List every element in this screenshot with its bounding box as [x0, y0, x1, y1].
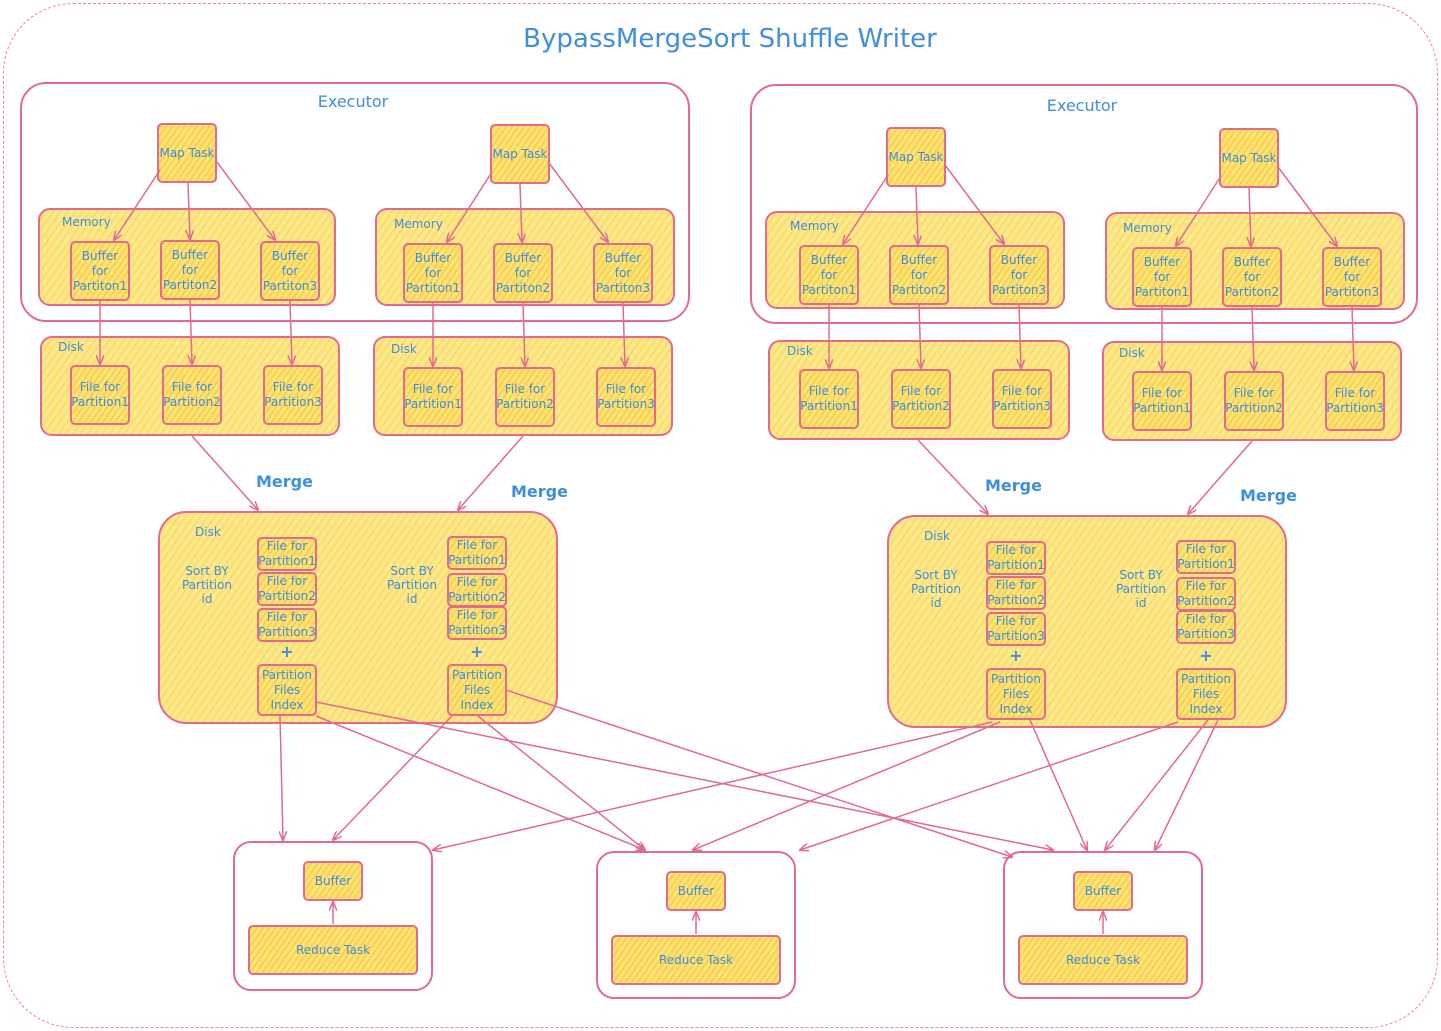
file-partition3-disk4: File for Partition3: [1325, 371, 1385, 431]
buffer-partition3-exec2a: Buffer for Partiton3: [989, 245, 1049, 305]
merged-file-partition2-r2: File for Partition2: [1176, 577, 1236, 611]
plus-l2: +: [470, 642, 484, 661]
merged-disk-label-left: Disk: [195, 525, 221, 539]
reducer-buffer-2: Buffer: [666, 871, 726, 911]
file-partition2-disk3: File for Partition2: [891, 369, 951, 429]
merged-file-partition1-r1: File for Partition1: [986, 541, 1046, 575]
executor-label-right: Executor: [1046, 96, 1118, 115]
merged-file-partition3-r1: File for Partition3: [986, 612, 1046, 646]
memory-label-3: Memory: [790, 219, 839, 233]
reducer-frame-2: [596, 851, 796, 999]
merge-label-1: Merge: [256, 472, 313, 491]
disk-label-2: Disk: [391, 342, 417, 356]
plus-r1: +: [1009, 646, 1023, 665]
file-partition2-disk2: File for Partition2: [495, 367, 555, 427]
buffer-partition1-exec1a: Buffer for Partiton1: [70, 241, 130, 301]
diagram-title: BypassMergeSort Shuffle Writer: [523, 24, 937, 54]
merged-file-partition2-l2: File for Partition2: [447, 573, 507, 607]
reduce-task-2: Reduce Task: [611, 935, 781, 985]
partition-files-index-r2: Partition Files Index: [1176, 668, 1236, 720]
merge-label-4: Merge: [1240, 486, 1297, 505]
file-partition3-disk3: File for Partition3: [992, 369, 1052, 429]
buffer-partition1-exec2b: Buffer for Partiton1: [1132, 247, 1192, 307]
file-partition3-disk1: File for Partition3: [263, 365, 323, 425]
sort-label-r2: Sort BY Partition id: [1115, 568, 1166, 610]
plus-l1: +: [280, 642, 294, 661]
file-partition2-disk4: File for Partition2: [1224, 371, 1284, 431]
buffer-partition2-exec2a: Buffer for Partiton2: [889, 245, 949, 305]
diagram-border: [3, 3, 1438, 1028]
disk-label-3: Disk: [787, 344, 813, 358]
merged-disk-label-right: Disk: [924, 529, 950, 543]
sort-label-l2: Sort BY Partition id: [386, 564, 437, 606]
map-task-1: Map Task: [157, 123, 217, 183]
merged-file-partition3-l1: File for Partition3: [257, 608, 317, 642]
merged-file-partition3-l2: File for Partition3: [447, 606, 507, 640]
merged-file-partition2-l1: File for Partition2: [257, 572, 317, 606]
disk-label-4: Disk: [1119, 346, 1145, 360]
memory-label-1: Memory: [62, 215, 111, 229]
sort-label-l1: Sort BY Partition id: [181, 564, 232, 606]
partition-files-index-l2: Partition Files Index: [447, 664, 507, 716]
map-task-4: Map Task: [1219, 128, 1279, 188]
executor-frame-right: [750, 84, 1418, 324]
partition-files-index-r1: Partition Files Index: [986, 668, 1046, 720]
reducer-frame-3: [1003, 851, 1203, 999]
disk-label-1: Disk: [58, 340, 84, 354]
reducer-buffer-3: Buffer: [1073, 871, 1133, 911]
map-task-2: Map Task: [490, 124, 550, 184]
merged-file-partition1-l1: File for Partition1: [257, 537, 317, 571]
file-partition1-disk3: File for Partition1: [799, 369, 859, 429]
map-task-3: Map Task: [886, 127, 946, 187]
buffer-partition3-exec1a: Buffer for Partiton3: [260, 241, 320, 301]
memory-label-4: Memory: [1123, 221, 1172, 235]
reduce-task-1: Reduce Task: [248, 925, 418, 975]
buffer-partition2-exec1a: Buffer for Partiton2: [160, 240, 220, 300]
buffer-partition2-exec1b: Buffer for Partiton2: [493, 243, 553, 303]
memory-label-2: Memory: [394, 217, 443, 231]
executor-label-left: Executor: [317, 92, 389, 111]
merge-label-2: Merge: [511, 482, 568, 501]
buffer-partition1-exec2a: Buffer for Partiton1: [799, 245, 859, 305]
buffer-partition3-exec2b: Buffer for Partiton3: [1322, 247, 1382, 307]
file-partition1-disk2: File for Partition1: [403, 367, 463, 427]
merged-file-partition2-r1: File for Partition2: [986, 576, 1046, 610]
reduce-task-3: Reduce Task: [1018, 935, 1188, 985]
merge-label-3: Merge: [985, 476, 1042, 495]
file-partition1-disk4: File for Partition1: [1132, 371, 1192, 431]
file-partition2-disk1: File for Partition2: [162, 365, 222, 425]
buffer-partition3-exec1b: Buffer for Partiton3: [593, 243, 653, 303]
merged-file-partition1-r2: File for Partition1: [1176, 540, 1236, 574]
merged-file-partition1-l2: File for Partition1: [447, 536, 507, 570]
plus-r2: +: [1199, 646, 1213, 665]
reducer-buffer-1: Buffer: [303, 861, 363, 901]
buffer-partition2-exec2b: Buffer for Partiton2: [1222, 247, 1282, 307]
file-partition1-disk1: File for Partition1: [70, 365, 130, 425]
sort-label-r1: Sort BY Partition id: [910, 568, 961, 610]
file-partition3-disk2: File for Partition3: [596, 367, 656, 427]
merged-file-partition3-r2: File for Partition3: [1176, 610, 1236, 644]
executor-frame-left: [20, 82, 690, 322]
buffer-partition1-exec1b: Buffer for Partiton1: [403, 243, 463, 303]
partition-files-index-l1: Partition Files Index: [257, 664, 317, 716]
